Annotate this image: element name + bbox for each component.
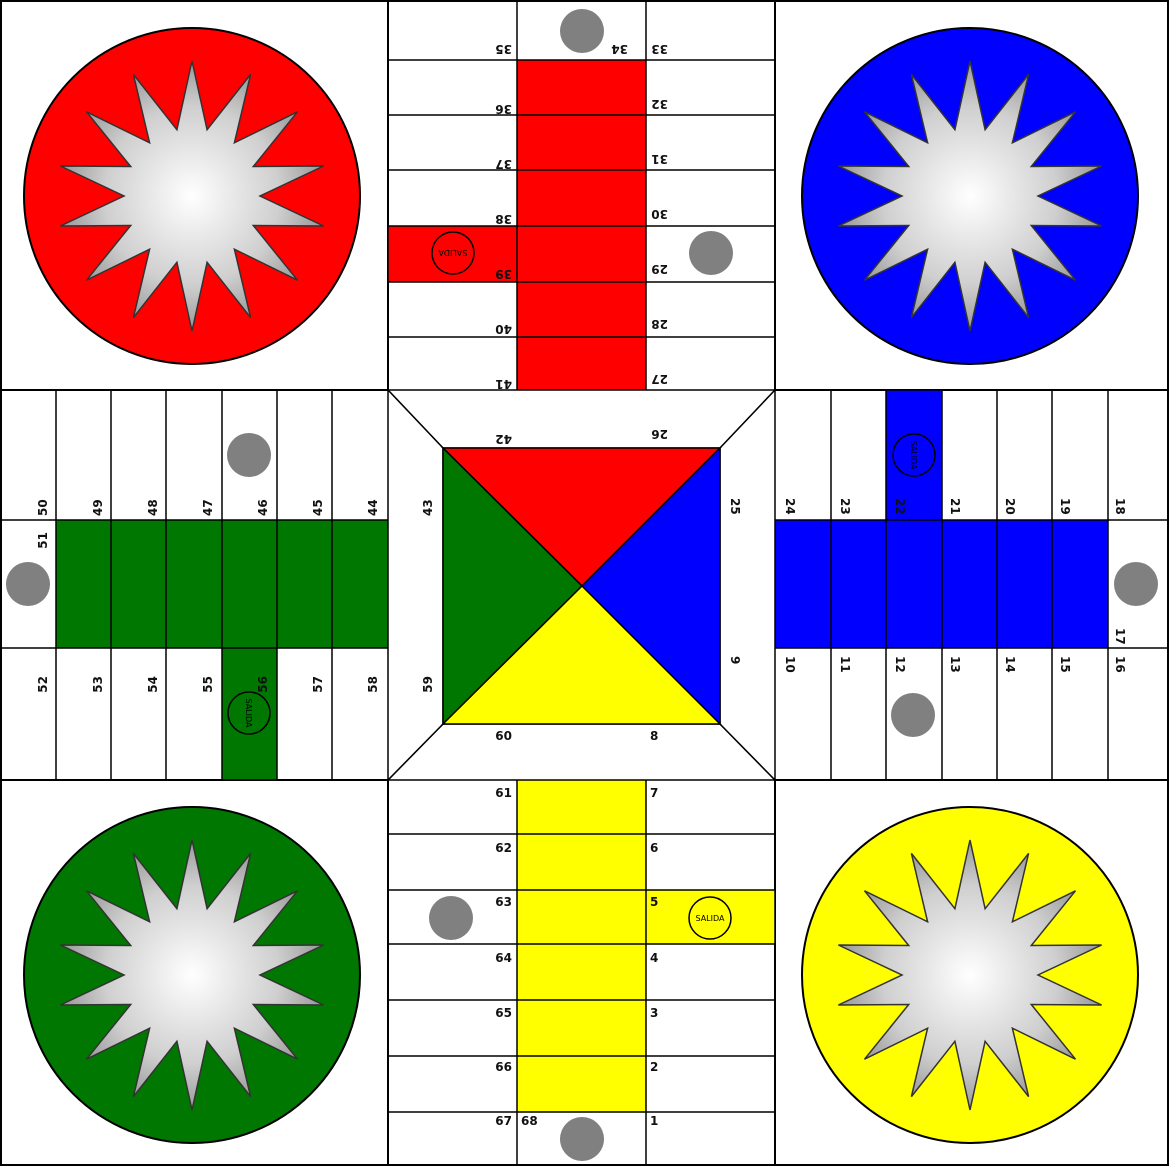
square-number: 50	[36, 499, 50, 516]
square-number: 33	[651, 42, 668, 56]
safe-marker-34	[560, 9, 604, 53]
safe-marker-68	[560, 1117, 604, 1161]
safe-marker-51	[6, 562, 50, 606]
square-number: 12	[893, 656, 907, 673]
square-number: 14	[1003, 656, 1017, 673]
square-number: 41	[495, 377, 512, 391]
square-number: 30	[651, 207, 668, 221]
square-number: 19	[1058, 498, 1072, 515]
square-number: 44	[366, 499, 380, 516]
square-number: 38	[495, 212, 512, 226]
square-number: 53	[91, 676, 105, 693]
home-base-red[interactable]	[1, 1, 388, 390]
square-number: 34	[611, 42, 628, 56]
square-number: 10	[783, 656, 797, 673]
square-number: 4	[650, 951, 658, 965]
square-number: 32	[651, 97, 668, 111]
home-lane-yellow[interactable]	[517, 724, 646, 1112]
safe-marker-63	[429, 896, 473, 940]
square-number: 3	[650, 1006, 658, 1020]
square-number: 45	[311, 499, 325, 516]
square-number: 15	[1058, 656, 1072, 673]
square-number: 20	[1003, 498, 1017, 515]
square-number: 25	[728, 498, 742, 515]
center-trapezoid-bottom	[388, 724, 775, 780]
square-number: 48	[146, 499, 160, 516]
square-number: 22	[893, 498, 907, 515]
square-number: 9	[728, 656, 742, 664]
safe-marker-17	[1114, 562, 1158, 606]
center-trapezoid-top	[388, 390, 775, 448]
square-number: 40	[495, 322, 512, 336]
square-number: 52	[36, 676, 50, 693]
square-number: 28	[651, 317, 668, 331]
salida-label: SALIDA	[438, 248, 468, 257]
square-number: 49	[91, 499, 105, 516]
square-number: 60	[495, 729, 512, 743]
square-number: 35	[495, 42, 512, 56]
square-number: 18	[1113, 498, 1127, 515]
center-goal[interactable]	[388, 390, 775, 780]
square-number: 57	[311, 676, 325, 693]
square-number: 6	[650, 841, 658, 855]
square-number: 5	[650, 895, 658, 909]
square-number: 66	[495, 1060, 512, 1074]
square-number: 61	[495, 786, 512, 800]
safe-marker-46	[227, 433, 271, 477]
square-number: 54	[146, 676, 160, 693]
square-number: 68	[521, 1114, 538, 1128]
center-trapezoid-left	[388, 390, 443, 780]
square-number: 56	[256, 676, 270, 693]
salida-label: SALIDA	[244, 698, 253, 728]
square-number: 64	[495, 951, 512, 965]
square-number: 31	[651, 152, 668, 166]
square-number: 27	[651, 372, 668, 386]
square-number: 67	[495, 1114, 512, 1128]
home-base-yellow[interactable]	[775, 780, 1168, 1165]
salida-label: SALIDA	[909, 440, 918, 470]
square-number: 7	[650, 786, 658, 800]
square-number: 51	[36, 532, 50, 549]
square-number: 59	[421, 676, 435, 693]
square-number: 11	[838, 656, 852, 673]
square-number: 55	[201, 676, 215, 693]
square-number: 65	[495, 1006, 512, 1020]
square-number: 63	[495, 895, 512, 909]
square-number: 37	[495, 157, 512, 171]
square-number: 24	[783, 498, 797, 515]
square-number: 8	[650, 729, 658, 743]
square-number: 58	[366, 676, 380, 693]
square-number: 29	[651, 262, 668, 276]
square-number: 17	[1113, 628, 1127, 645]
home-base-blue[interactable]	[775, 1, 1168, 390]
square-number: 23	[838, 498, 852, 515]
square-number: 13	[948, 656, 962, 673]
home-base-green[interactable]	[1, 780, 388, 1165]
safe-marker-29	[689, 231, 733, 275]
home-lane-green[interactable]	[56, 520, 444, 648]
square-number: 36	[495, 102, 512, 116]
square-number: 62	[495, 841, 512, 855]
square-number: 46	[256, 499, 270, 516]
square-number: 39	[495, 267, 512, 281]
square-number: 16	[1113, 656, 1127, 673]
square-number: 26	[651, 427, 668, 441]
square-number: 1	[650, 1114, 658, 1128]
safe-marker-12	[891, 693, 935, 737]
salida-label: SALIDA	[695, 914, 725, 923]
home-lane-blue[interactable]	[720, 520, 1108, 648]
square-number: 43	[421, 499, 435, 516]
square-number: 47	[201, 499, 215, 516]
square-number: 21	[948, 498, 962, 515]
square-number: 42	[495, 432, 512, 446]
center-trapezoid-right	[720, 390, 775, 780]
square-number: 2	[650, 1060, 658, 1074]
